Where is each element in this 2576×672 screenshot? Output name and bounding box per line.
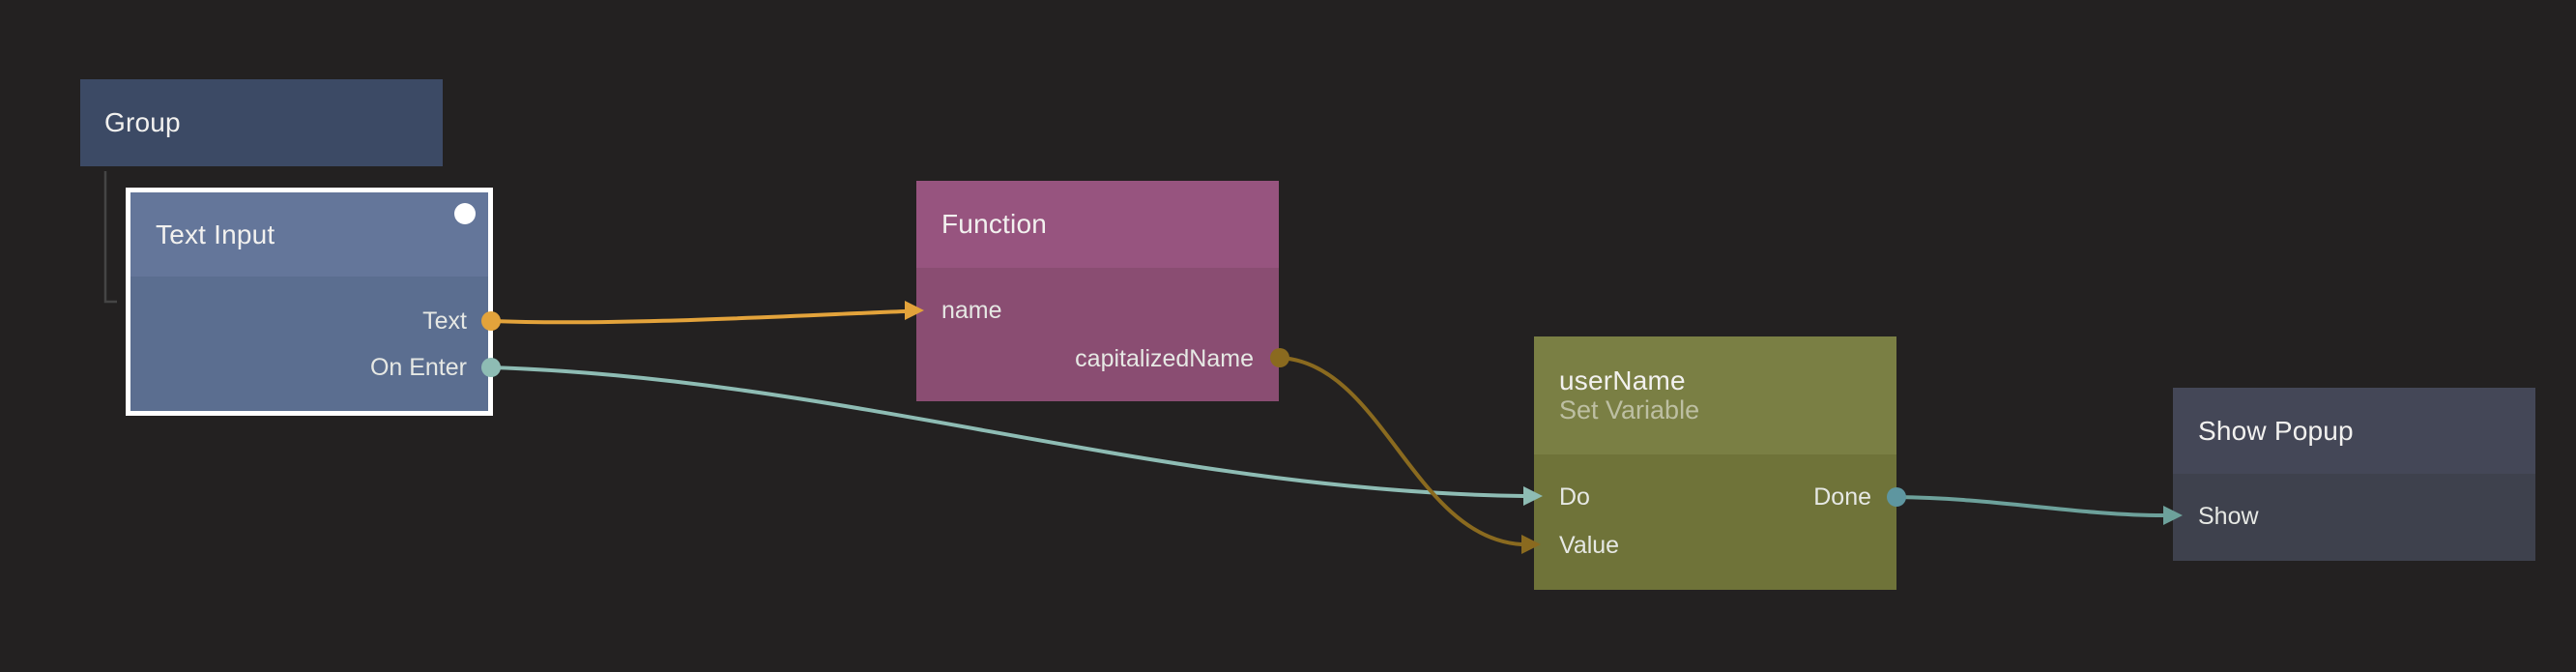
node-username-title: userName — [1559, 365, 1686, 395]
input-label-value[interactable]: Value — [1559, 532, 1620, 559]
port-text-output[interactable] — [481, 311, 501, 331]
node-function-body: name capitalizedName — [916, 268, 1279, 401]
node-status-dot — [454, 203, 476, 224]
node-text-input-title: Text Input — [156, 219, 275, 249]
output-label-on-enter[interactable]: On Enter — [369, 354, 467, 381]
node-username-set-variable[interactable]: userName Set Variable Do Value Done — [1534, 336, 1896, 590]
port-done-output[interactable] — [1887, 487, 1906, 507]
node-username-subtitle: Set Variable — [1559, 395, 1700, 424]
node-show-popup-header: Show Popup — [2173, 388, 2535, 474]
port-on-enter-output[interactable] — [481, 358, 501, 377]
node-show-popup-body: Show — [2173, 474, 2535, 561]
port-capitalizedname-output[interactable] — [1270, 348, 1289, 367]
node-function-header: Function — [916, 181, 1279, 268]
wire-capitalizedname-to-value[interactable] — [1278, 356, 1523, 546]
node-text-input[interactable]: Text Input Text On Enter — [126, 188, 493, 416]
node-username-body: Do Value Done — [1534, 454, 1896, 590]
wire-onenter-to-do[interactable] — [489, 365, 1525, 498]
output-label-done[interactable]: Done — [1813, 483, 1871, 511]
node-group-title: Group — [104, 107, 181, 137]
wire-done-to-show[interactable] — [1895, 495, 2165, 517]
node-function[interactable]: Function name capitalizedName — [916, 181, 1279, 401]
node-show-popup-title: Show Popup — [2198, 415, 2354, 446]
output-label-text[interactable]: Text — [422, 307, 467, 335]
node-function-title: Function — [941, 209, 1047, 239]
output-label-capitalizedname[interactable]: capitalizedName — [1075, 345, 1254, 372]
input-label-show[interactable]: Show — [2198, 503, 2259, 530]
node-username-header: userName Set Variable — [1534, 336, 1896, 454]
hierarchy-line-group-child — [103, 171, 117, 304]
input-label-do[interactable]: Do — [1559, 483, 1590, 511]
node-text-input-body: Text On Enter — [130, 277, 488, 411]
input-label-name[interactable]: name — [941, 297, 1002, 324]
node-group-header: Group — [80, 79, 443, 166]
wire-text-to-name[interactable] — [489, 309, 907, 325]
node-group[interactable]: Group — [80, 79, 443, 166]
node-show-popup[interactable]: Show Popup Show — [2173, 388, 2535, 561]
node-text-input-header: Text Input — [130, 192, 488, 277]
